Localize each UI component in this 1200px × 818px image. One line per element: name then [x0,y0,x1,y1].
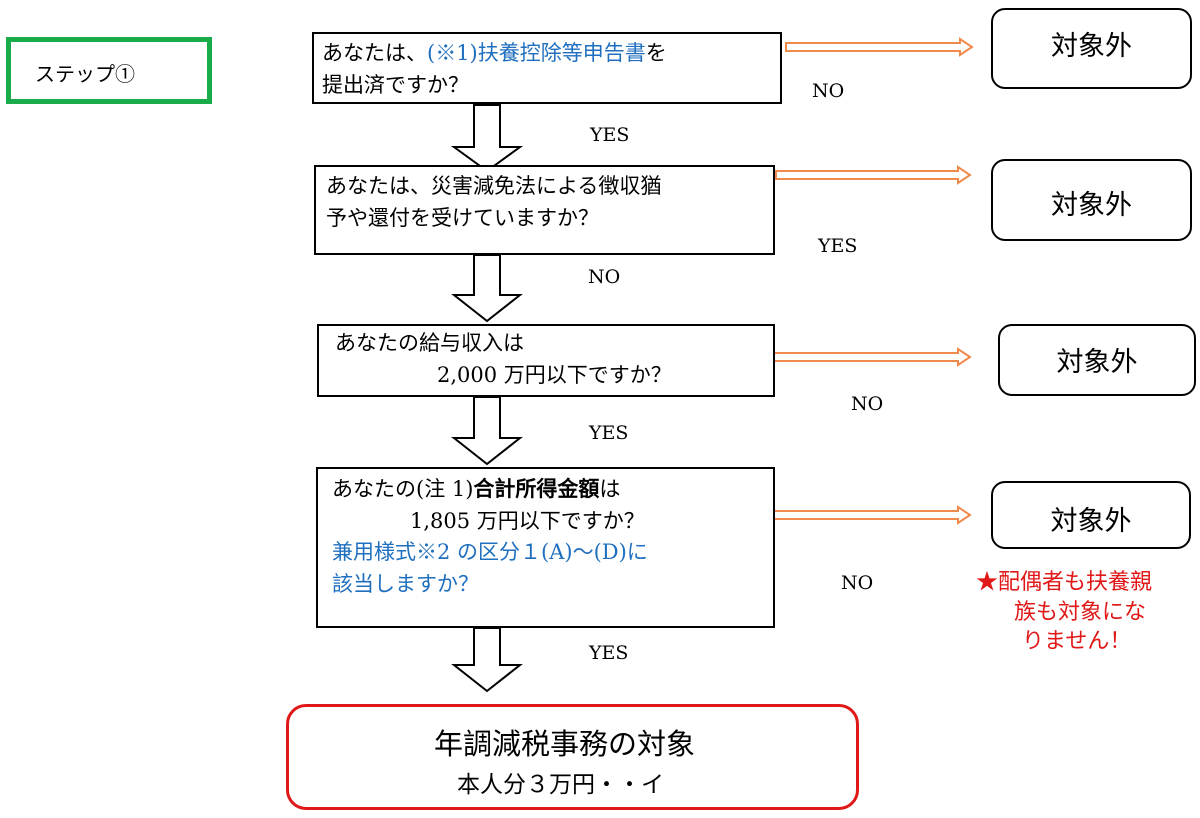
outcome-box-2: 対象外 [991,159,1192,241]
note-line1: ★配偶者も扶養親 [976,570,1153,595]
q4-suffix: は [599,477,621,501]
q1-prefix: あなたは、 [322,41,427,65]
q1-suffix: を [645,41,667,65]
q2-line2: 予や還付を受けていますか？ [326,205,599,230]
q4-line2: 1,805 万円以下ですか？ [410,508,645,533]
q3-yes-label: YES [589,422,629,444]
q4-line4: 該当しますか？ [332,571,479,596]
down-arrow-3 [451,396,523,466]
q3-no-label: NO [851,393,884,415]
final-subtitle: 本人分３万円・・イ [457,772,664,798]
q1-line2: 提出済ですか？ [322,72,469,97]
down-arrow-1 [450,104,524,173]
q2-yes-label: YES [818,235,858,257]
outcome-box-3: 対象外 [998,324,1196,396]
q4-prefix: あなたの(注 1) [332,477,474,501]
step-label: ステップ① [6,37,212,104]
q1-link: (※1)扶養控除等申告書 [427,41,646,65]
question-4: あなたの(注 1)合計所得金額は 1,805 万円以下ですか？ 兼用様式※2 の… [316,467,775,628]
outcome-box-1: 対象外 [991,8,1192,89]
question-1: あなたは、(※1)扶養控除等申告書を 提出済ですか？ [312,32,782,104]
outcome-box-4: 対象外 [991,481,1191,549]
down-arrow-4 [451,627,523,693]
q3-line2: 2,000 万円以下ですか？ [437,362,672,387]
note-text: ★配偶者も扶養親 族も対象にな りません！ [976,568,1200,657]
right-arrow-2 [775,165,972,185]
right-arrow-4 [773,505,972,525]
q2-no-label: NO [588,266,621,288]
final-box: 年調減税事務の対象 本人分３万円・・イ [286,704,859,810]
note-line3: りません！ [1022,629,1132,655]
question-2: あなたは、災害減免法による徴収猶 予や還付を受けていますか？ [314,165,775,255]
q2-line1: あなたは、災害減免法による徴収猶 [326,174,662,198]
question-3: あなたの給与収入は 2,000 万円以下ですか？ [317,324,775,397]
q1-no-label: NO [812,80,845,102]
q4-no-label: NO [841,572,874,594]
q1-yes-label: YES [590,124,630,146]
note-line2: 族も対象にな [1014,599,1147,625]
q4-yes-label: YES [589,642,629,664]
down-arrow-2 [451,254,523,323]
right-arrow-3 [773,347,972,367]
q4-bold-term: 合計所得金額 [473,476,600,501]
right-arrow-1 [785,37,974,57]
final-title: 年調減税事務の対象 [433,727,695,761]
q4-line3: 兼用様式※2 の区分１(A)～(D)に [332,540,648,564]
q3-line1: あなたの給与収入は [335,331,524,355]
